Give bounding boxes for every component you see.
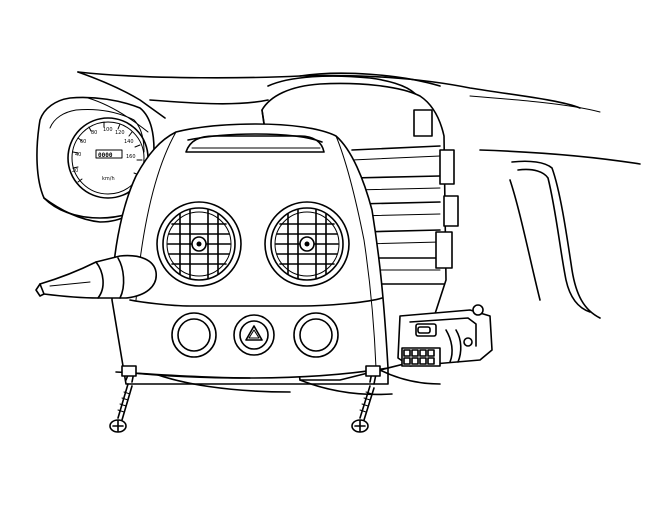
bezel-mount-clip (121, 365, 381, 377)
dashboard-outline (77, 71, 641, 165)
right-side-trim (509, 160, 601, 319)
hazard-triangle-icon (245, 325, 263, 341)
left-screw (109, 369, 135, 433)
cluster-lower-trim (43, 197, 133, 223)
housing-tab (413, 109, 433, 137)
connector-bracket (397, 304, 493, 367)
gauge-tick-label: 140 (124, 139, 134, 145)
gauge-tick-label: 40 (75, 152, 81, 158)
gauge-tick-label: 160 (126, 154, 136, 160)
hazard-switch (233, 314, 275, 356)
bracket-bolt (463, 337, 473, 347)
gauge-tick-label: 60 (80, 139, 86, 145)
left-knob (171, 312, 217, 358)
right-screw (351, 371, 377, 433)
gauge-tick-label: 120 (115, 130, 125, 136)
bracket-bolt (472, 304, 484, 316)
housing-tab (435, 231, 453, 269)
gauge-tick-label: 80 (91, 130, 97, 136)
speedometer-ticks (72, 121, 143, 183)
odometer-window (95, 149, 123, 159)
right-knob (293, 312, 339, 358)
odometer-readout: 0000 (98, 152, 113, 159)
right-air-vent (264, 201, 350, 287)
bezel-top-slot (185, 135, 325, 153)
gauge-tick-label: 100 (103, 127, 113, 133)
wiper-stalk (35, 254, 157, 299)
speedometer-unit: km/h (102, 176, 115, 182)
housing-tab (439, 149, 455, 185)
housing-tab (443, 195, 459, 227)
left-air-vent (156, 201, 242, 287)
gauge-tick-label: 20 (72, 168, 78, 174)
